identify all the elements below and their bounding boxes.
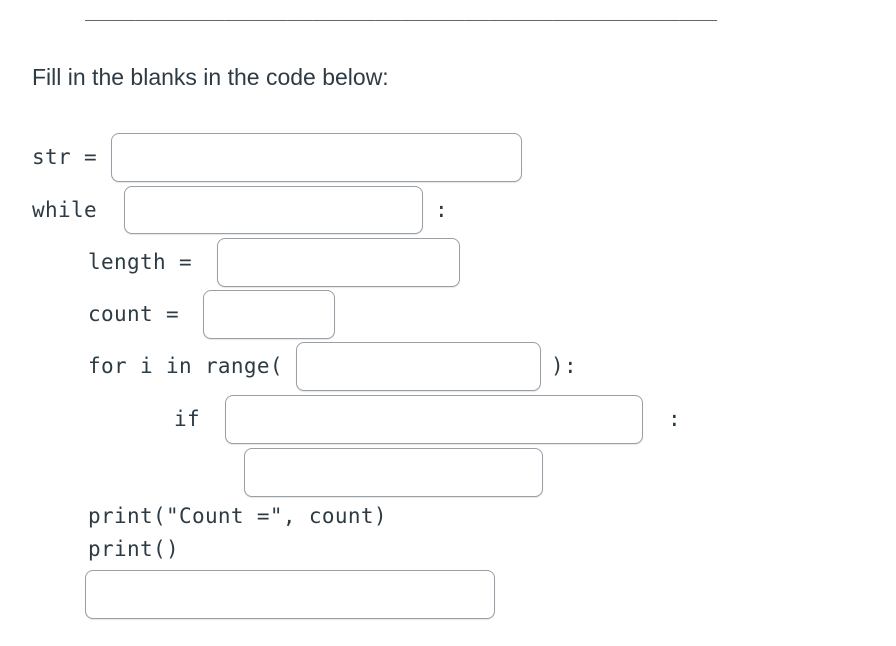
code-line-print-count: print("Count =", count) <box>88 504 387 528</box>
blank-input-length[interactable] <box>217 238 460 287</box>
blank-input-if-condition[interactable] <box>225 395 643 444</box>
code-colon-if: : <box>668 407 681 431</box>
blank-input-count[interactable] <box>203 290 335 339</box>
question-prompt: Fill in the blanks in the code below: <box>32 64 389 90</box>
underscore-divider: ________________________________________… <box>85 0 718 21</box>
code-line-print-empty: print() <box>88 537 179 561</box>
blank-input-if-body[interactable] <box>244 448 543 497</box>
code-label-str-assign: str = <box>32 145 97 169</box>
blank-input-range-arg[interactable] <box>296 342 541 391</box>
code-keyword-if: if <box>174 407 200 431</box>
code-label-count-assign: count = <box>88 302 179 326</box>
code-colon-while: : <box>435 198 448 222</box>
blank-input-final[interactable] <box>85 570 495 619</box>
code-label-length-assign: length = <box>88 250 192 274</box>
blank-input-str[interactable] <box>111 133 522 182</box>
code-suffix-range-close: ): <box>551 354 577 378</box>
blank-input-while-condition[interactable] <box>124 186 423 234</box>
code-keyword-while: while <box>32 198 97 222</box>
code-label-for-range: for i in range( <box>88 354 283 378</box>
